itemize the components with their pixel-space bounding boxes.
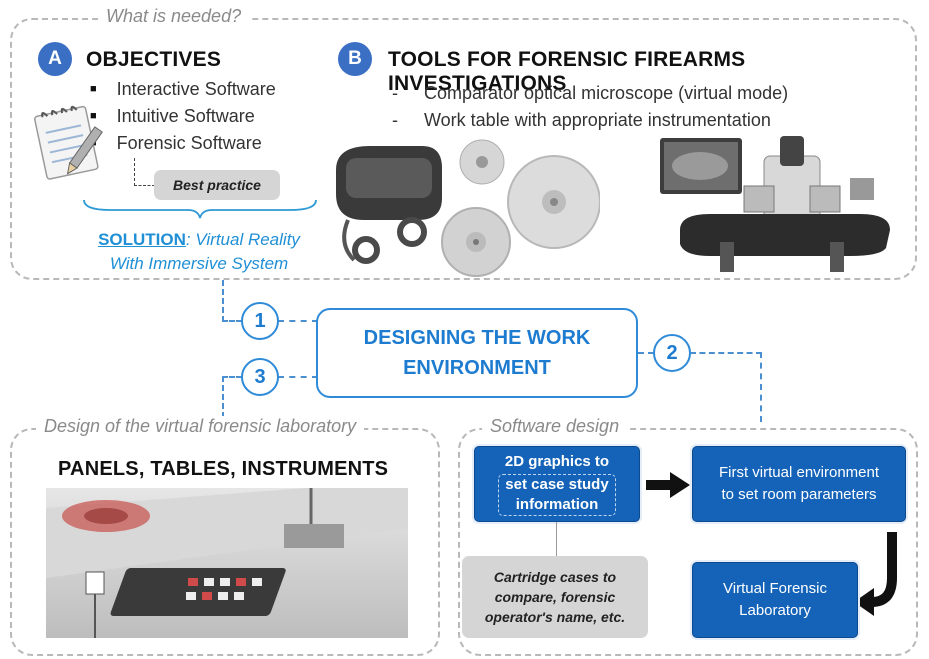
connector-3b	[278, 376, 318, 378]
step-2-circle: 2	[653, 334, 691, 372]
software-design-label: Software design	[482, 416, 628, 437]
solution-text: SOLUTION: Virtual Reality With Immersive…	[74, 228, 324, 276]
graphics-2d-line2-text: set case study	[505, 476, 609, 493]
first-env-line1: First virtual environment	[718, 464, 880, 481]
best-practice-connector	[134, 158, 155, 186]
connector-1	[222, 280, 242, 322]
what-is-needed-label: What is needed?	[98, 6, 250, 27]
connector-2a	[638, 352, 654, 354]
curved-arrow-icon	[854, 532, 897, 616]
step-3-circle: 3	[241, 358, 279, 396]
step-1-circle: 1	[241, 302, 279, 340]
cartridge-line2: compare, forensic	[494, 589, 616, 605]
graphics-connector	[556, 522, 557, 558]
objectives-list: Interactive Software Intuitive Software …	[90, 76, 276, 157]
arrow-right-icon	[646, 472, 690, 498]
graphics-2d-box: 2D graphics to set case study informatio…	[474, 446, 640, 522]
solution-label: SOLUTION	[98, 230, 186, 249]
badge-a: A	[38, 42, 72, 76]
graphics-2d-line3: information	[515, 496, 599, 513]
best-practice-pill: Best practice	[154, 170, 280, 200]
cartridge-line1: Cartridge cases to	[493, 569, 617, 585]
objective-item: Interactive Software	[90, 76, 276, 103]
tool-item: Comparator optical microscope (virtual m…	[392, 80, 788, 107]
objectives-title: OBJECTIVES	[86, 48, 222, 71]
connector-2b	[690, 352, 762, 422]
microscope-workstation-image	[660, 136, 890, 272]
tool-item: Work table with appropriate instrumentat…	[392, 107, 788, 134]
vfl-line1: Virtual Forensic	[723, 580, 827, 597]
objective-item: Intuitive Software	[90, 103, 276, 130]
objective-item: Forensic Software	[90, 130, 276, 157]
connector-3	[222, 376, 242, 418]
tools-list: Comparator optical microscope (virtual m…	[392, 80, 788, 134]
brace-icon	[83, 199, 317, 219]
first-env-line2: to set room parameters	[721, 486, 877, 503]
cartridge-info-pill: Cartridge cases to compare, forensic ope…	[462, 556, 648, 638]
badge-b: B	[338, 42, 372, 76]
designing-environment-box: DESIGNING THE WORK ENVIRONMENT	[316, 308, 638, 398]
vfl-line2: Laboratory	[739, 602, 811, 619]
what-is-needed-box	[10, 18, 917, 280]
virtual-forensic-lab-box: Virtual Forensic Laboratory	[692, 562, 858, 638]
designing-title-2: ENVIRONMENT	[403, 357, 551, 379]
designing-title-1: DESIGNING THE WORK	[363, 327, 591, 349]
graphics-2d-line2: set case study information	[498, 474, 616, 516]
lab-design-title: PANELS, TABLES, INSTRUMENTS	[58, 458, 389, 480]
graphics-2d-line1: 2D graphics to	[504, 453, 610, 470]
software-design-box	[458, 428, 918, 656]
virtual-lab-image	[46, 488, 408, 638]
cartridge-line3: operator's name, etc.	[484, 609, 626, 625]
notepad-icon	[34, 105, 103, 180]
first-environment-box: First virtual environment to set room pa…	[692, 446, 906, 522]
solution-text-2: With Immersive System	[109, 254, 289, 273]
lab-design-label: Design of the virtual forensic laborator…	[36, 416, 365, 437]
solution-text-1: : Virtual Reality	[185, 230, 300, 249]
connector-1b	[278, 320, 318, 322]
vr-headset-image	[336, 139, 600, 277]
